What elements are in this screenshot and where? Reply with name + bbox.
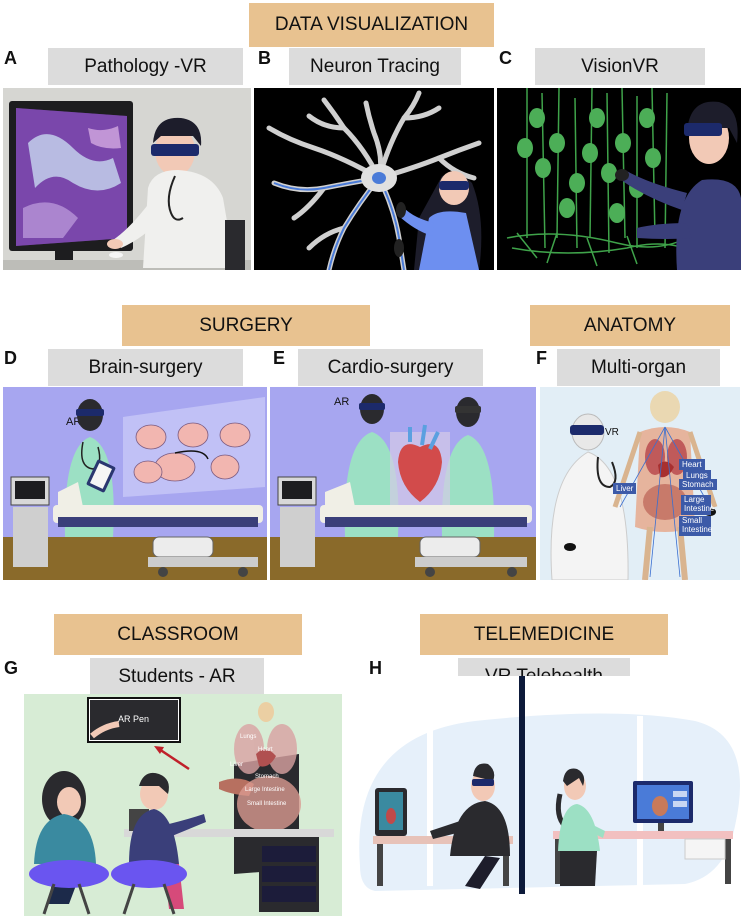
classroom-label-small-intestine: Small Intestine [247,801,287,807]
neuron-tracing-illustration [254,88,494,270]
anatomy-label-lungs: Lungs [683,470,711,481]
cardio-surgery-illustration: AR [270,387,536,580]
panel-letter-g: G [4,658,19,678]
classroom-label-heart: Heart [258,747,273,753]
panel-letter-b: B [258,48,271,68]
label-cardio-surgery: Cardio-surgery [298,349,483,386]
classroom-label-stomach: Stomach [255,774,279,780]
panel-letter-f: F [536,348,547,368]
anatomy-label-heart: Heart [679,459,705,470]
pathology-vr-illustration [3,88,251,270]
classroom-label-liver: Liver [230,762,244,768]
header-telemedicine: TELEMEDICINE [420,614,668,655]
header-data-visualization: DATA VISUALIZATION [249,3,494,47]
label-neuron-tracing: Neuron Tracing [289,48,461,85]
panel-letter-e: E [273,348,286,368]
panel-letter-c: C [499,48,512,68]
label-visionvr: VisionVR [535,48,705,85]
panel-letter-a: A [4,48,17,68]
label-multi-organ: Multi-organ [557,349,720,386]
ar-tag-e: AR [334,396,349,408]
panel-letter-d: D [4,348,17,368]
classroom-label-large-intestine: Large Intestine [245,787,285,793]
anatomy-label-large-intestine: Large Intestine [681,495,714,515]
label-pathology-vr: Pathology -VR [48,48,243,85]
anatomy-label-stomach: Stomach [679,479,717,490]
label-students-ar: Students - AR [90,658,264,695]
vr-tag-f: VR [605,427,619,438]
classroom-label-lungs: Lungs [240,734,257,740]
classroom-illustration: AR Pen [24,694,342,916]
header-anatomy: ANATOMY [530,305,730,346]
anatomy-label-liver: Liver [613,483,637,494]
panel-letter-h: H [369,658,382,678]
anatomy-label-small-intestine: Small Intestine [679,516,712,536]
vr-telehealth-illustration [355,676,741,916]
header-surgery: SURGERY [122,305,370,346]
ar-pen-label: AR Pen [118,714,149,724]
label-brain-surgery: Brain-surgery [48,349,243,386]
visionvr-illustration [497,88,741,270]
header-classroom: CLASSROOM [54,614,302,655]
brain-surgery-illustration: AR [3,387,267,580]
